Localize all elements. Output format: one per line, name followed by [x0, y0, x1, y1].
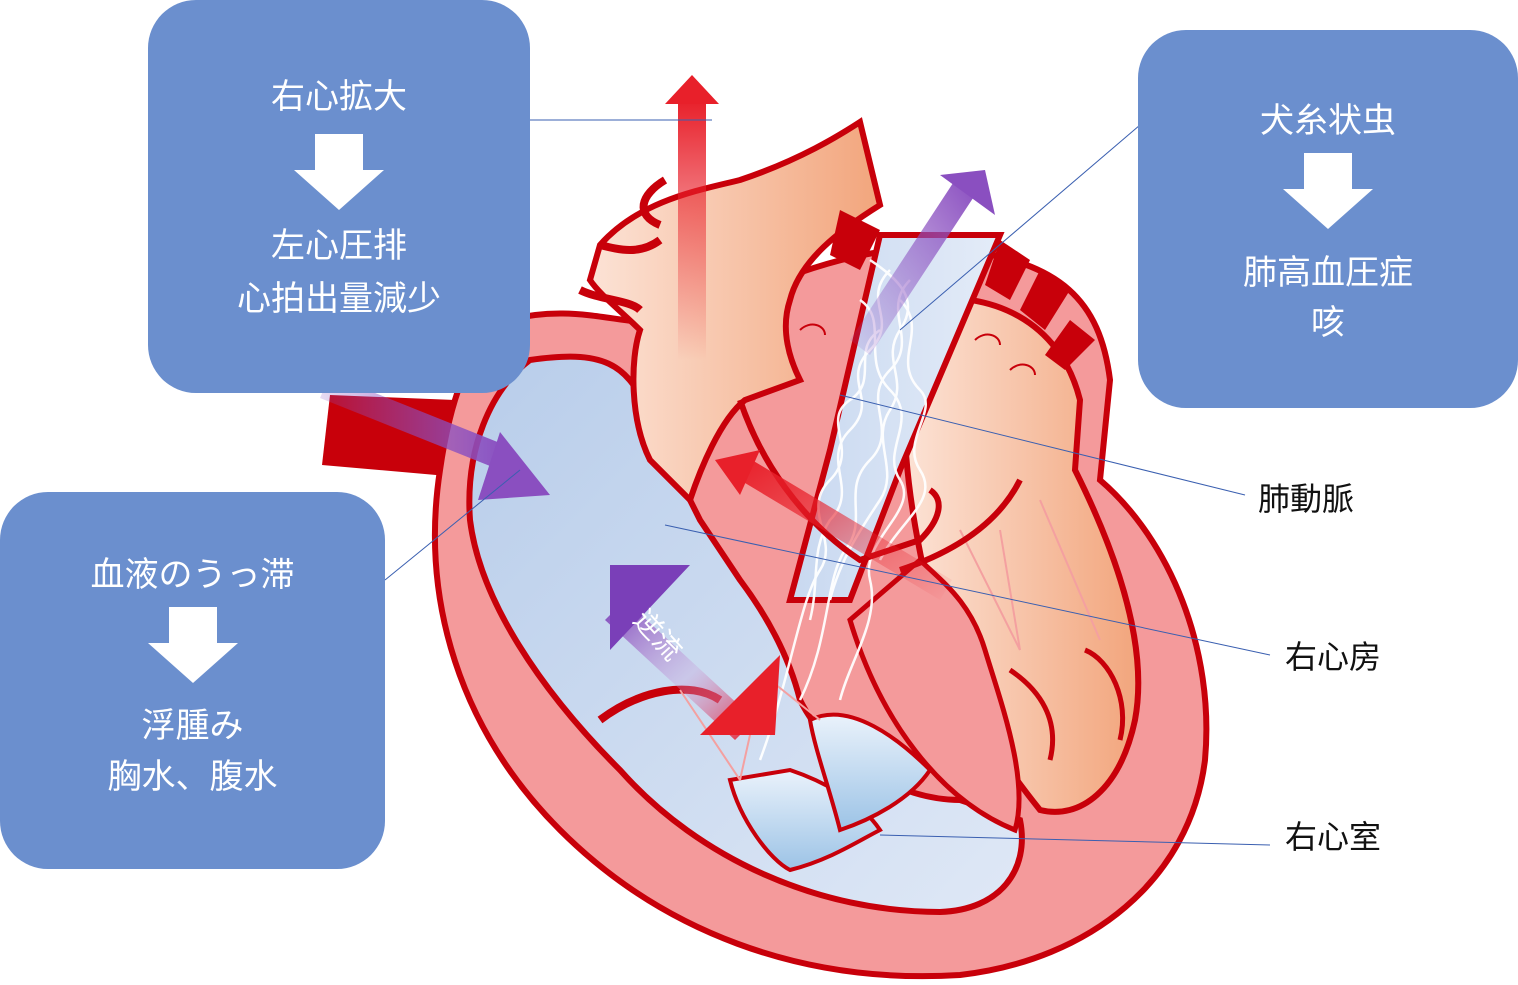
label-right-ventricle: 右心室	[1285, 818, 1382, 856]
pulmonary-artery	[786, 232, 1005, 603]
callout-right-heart: 右心拡大 左心圧排 心拍出量減少	[148, 0, 530, 393]
septum	[847, 556, 1022, 834]
internal-wall	[737, 399, 942, 564]
callout-line: 浮腫み	[141, 706, 244, 746]
pulmonary-branch	[1020, 270, 1070, 330]
aortic-branch	[578, 286, 643, 314]
flow-arrow-icon	[850, 170, 995, 355]
flow-arrow-icon	[715, 450, 952, 600]
callout-line: 咳	[1311, 303, 1345, 343]
label-pulmonary-artery: 肺動脈	[1258, 480, 1355, 518]
callout-line: 左心圧排	[271, 226, 407, 266]
flow-arrow-icon	[320, 375, 550, 500]
pulmonary-branch	[985, 240, 1030, 300]
aortic-sinus	[799, 323, 826, 336]
flow-arrow-icon	[665, 75, 719, 360]
callout-line: 血液のうっ滞	[90, 555, 295, 595]
pulmonary-branch	[1045, 320, 1095, 370]
callout-line: 胸水、腹水	[107, 757, 278, 797]
pulmonary-sinus	[974, 333, 1001, 346]
aortic-branch	[639, 176, 668, 229]
tricuspid-valve	[807, 712, 933, 833]
flow-arrow-icon	[605, 565, 780, 740]
callout-line: 心拍出量減少	[237, 279, 441, 319]
label-right-atrium: 右心房	[1285, 638, 1382, 676]
pulmonary-branch	[830, 210, 880, 270]
leader-line	[384, 119, 1271, 846]
callout-line: 肺高血圧症	[1243, 253, 1413, 293]
vena-cava	[322, 395, 470, 478]
callout-line: 犬糸状虫	[1260, 101, 1396, 141]
callout-heartworm: 犬糸状虫 肺高血圧症 咳	[1138, 30, 1518, 408]
papillary-muscle	[1083, 647, 1126, 741]
aorta	[586, 117, 884, 506]
pulmonary-sinus	[1009, 363, 1036, 376]
aortic-branch	[599, 236, 663, 254]
right-chamber	[466, 353, 1025, 916]
callout-line: 右心拡大	[271, 77, 407, 117]
papillary-muscle	[1008, 667, 1056, 761]
callout-congestion: 血液のうっ滞 浮腫み 胸水、腹水	[0, 492, 385, 869]
